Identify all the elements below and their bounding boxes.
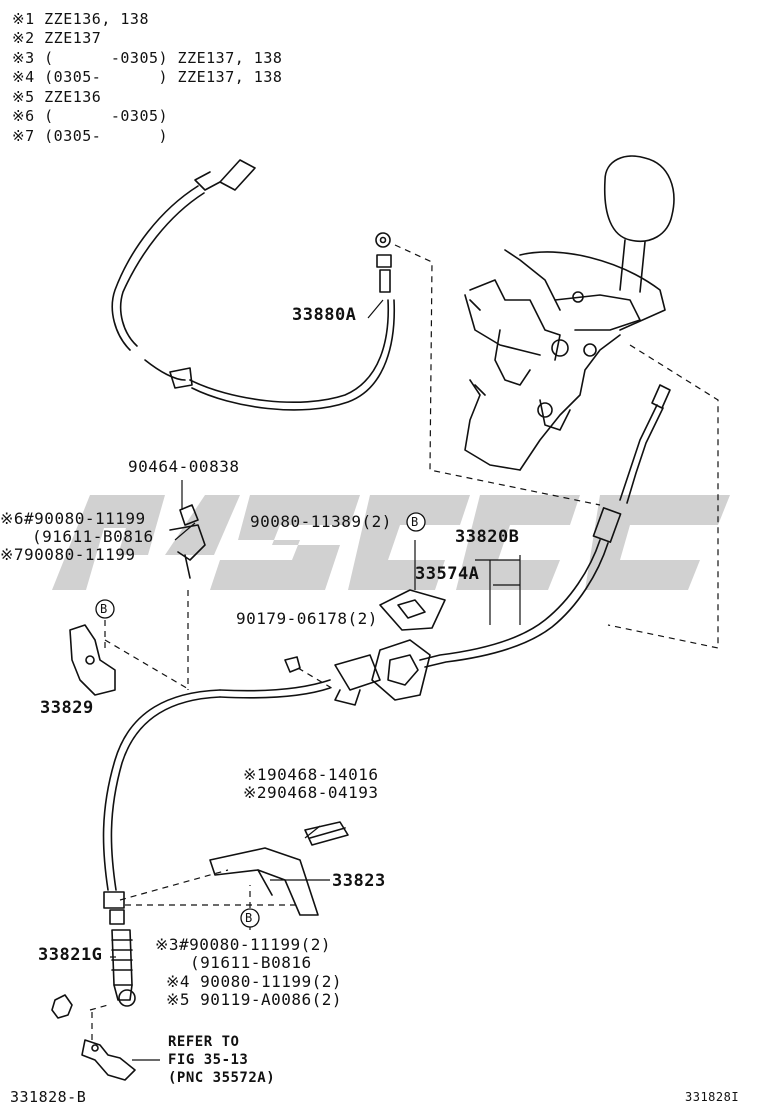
callout-2-90468-04193[interactable]: ※290468-04193 bbox=[243, 783, 379, 802]
refer-line-1: REFER TO bbox=[168, 1034, 240, 1050]
callout-6-91611-b0816[interactable]: (91611-B0816 bbox=[32, 527, 154, 546]
diagram-id-left: 331828-B bbox=[10, 1088, 87, 1106]
note-2: ※2 ZZE137 bbox=[12, 29, 102, 47]
bracket-33823 bbox=[209, 847, 319, 916]
callout-3-90080-11199[interactable]: ※3#90080-11199(2) bbox=[155, 935, 332, 954]
note-5: ※5 ZZE136 bbox=[12, 88, 102, 106]
callout-33574a[interactable]: 33574A bbox=[415, 564, 480, 584]
callout-1-90468-14016[interactable]: ※190468-14016 bbox=[243, 765, 379, 784]
referenced-part bbox=[81, 1039, 136, 1081]
callout-7-90080-11199[interactable]: ※790080-11199 bbox=[0, 545, 136, 564]
note-1: ※1 ZZE136, 138 bbox=[12, 10, 149, 28]
watermark-logo bbox=[52, 495, 730, 590]
cable-33820b bbox=[219, 384, 671, 706]
callout-33820b[interactable]: 33820B bbox=[455, 527, 520, 547]
callout-33880a[interactable]: 33880A bbox=[292, 305, 357, 325]
note-4: ※4 (0305- ) ZZE137, 138 bbox=[12, 68, 283, 86]
cable-lower bbox=[102, 689, 221, 1007]
callout-33821g[interactable]: 33821G bbox=[38, 945, 103, 965]
bracket-33829 bbox=[69, 624, 116, 696]
refer-line-3[interactable]: (PNC 35572A) bbox=[168, 1070, 276, 1086]
callout-90179-06178[interactable]: 90179-06178(2) bbox=[236, 609, 378, 628]
b-marker-2: B bbox=[100, 602, 108, 616]
callout-5-90119-a0086[interactable]: ※5 90119-A0086(2) bbox=[166, 990, 343, 1009]
grommet-33574a bbox=[379, 589, 446, 631]
callout-90464-00838[interactable]: 90464-00838 bbox=[128, 457, 240, 476]
b-marker-3: B bbox=[245, 911, 253, 925]
note-7: ※7 (0305- ) bbox=[12, 127, 169, 145]
diagram-id-right: 331828I bbox=[685, 1090, 740, 1104]
b-markers bbox=[95, 512, 426, 928]
bolt-90179 bbox=[284, 656, 301, 673]
b-marker-1: B bbox=[411, 515, 419, 529]
callout-90080-11389[interactable]: 90080-11389(2) bbox=[250, 512, 392, 531]
note-6: ※6 ( -0305) bbox=[12, 107, 169, 125]
clip-90464 bbox=[169, 504, 206, 579]
refer-line-2[interactable]: FIG 35-13 bbox=[168, 1052, 249, 1068]
callout-4-90080-11199[interactable]: ※4 90080-11199(2) bbox=[166, 972, 343, 991]
callout-33823[interactable]: 33823 bbox=[332, 871, 386, 891]
callout-6-90080-11199[interactable]: ※6#90080-11199 bbox=[0, 509, 146, 528]
note-3: ※3 ( -0305) ZZE137, 138 bbox=[12, 49, 283, 67]
nut-33821g bbox=[51, 994, 73, 1019]
callout-33829[interactable]: 33829 bbox=[40, 698, 94, 718]
callout-3-91611-b0816[interactable]: (91611-B0816 bbox=[190, 953, 312, 972]
clips-90468 bbox=[304, 821, 349, 846]
shift-lever-assembly bbox=[464, 155, 675, 471]
cable-33880a bbox=[111, 159, 396, 411]
